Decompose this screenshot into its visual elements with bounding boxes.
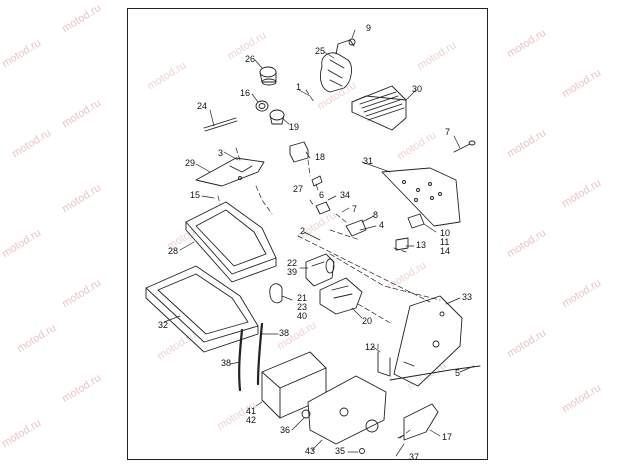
callout-31: 31 [363, 156, 374, 166]
callout-9: 9 [366, 23, 372, 33]
callout-41: 41 [246, 406, 257, 416]
callout-38b: 38 [221, 358, 232, 368]
callout-42: 42 [246, 415, 257, 425]
grommet-part-19 [269, 109, 285, 125]
callout-28: 28 [168, 246, 179, 256]
mounting-plate-part-31 [381, 167, 461, 227]
assembly-dashed-lines [217, 89, 441, 439]
callout-32: 32 [158, 320, 169, 330]
regulator-part-25 [319, 38, 356, 93]
callout-17: 17 [442, 432, 453, 442]
connector-part-8 [345, 219, 367, 237]
callout-16: 16 [240, 88, 251, 98]
callout-4: 4 [379, 220, 385, 230]
bracket-part-43 [307, 375, 387, 445]
clamp-part-21 [269, 283, 283, 304]
side-plate-part-33 [393, 295, 463, 387]
callout-5: 5 [455, 368, 461, 378]
ring-part-16 [255, 100, 269, 112]
callout-23: 23 [297, 302, 308, 312]
screw-part-36 [301, 409, 311, 419]
strap-part-5 [389, 365, 481, 381]
callout-3: 3 [218, 148, 224, 158]
callout-37: 37 [409, 452, 420, 462]
callout-27: 27 [293, 184, 304, 194]
bolt-part-7 [453, 140, 476, 153]
callout-15: 15 [190, 190, 201, 200]
callout-7b: 7 [352, 204, 358, 214]
callout-26: 26 [245, 54, 256, 64]
callout-21: 21 [297, 293, 308, 303]
callout-33: 33 [462, 292, 473, 302]
callout-34: 34 [340, 190, 351, 200]
callout-36: 36 [280, 425, 291, 435]
watermark-text: motod.ru [145, 59, 188, 92]
callout-22: 22 [287, 258, 298, 268]
terminal-part-13 [395, 237, 409, 251]
callout-30: 30 [412, 84, 423, 94]
wire-part-38 [238, 322, 264, 392]
watermark-text: motod.ru [385, 259, 428, 292]
callout-14: 14 [440, 246, 451, 256]
battery-part-30 [351, 85, 407, 131]
callout-10: 10 [440, 228, 451, 238]
callout-24: 24 [197, 101, 208, 111]
callout-18: 18 [315, 152, 326, 162]
bracket-part-29 [195, 157, 265, 187]
callout-7: 7 [445, 127, 451, 137]
callout-25: 25 [315, 46, 326, 56]
callout-2: 2 [300, 226, 306, 236]
watermark-text: motod.ru [415, 39, 458, 72]
clip-part-27 [311, 175, 323, 187]
callout-39: 39 [287, 267, 298, 277]
watermark-text: motod.ru [395, 129, 438, 162]
leader-lines [163, 29, 475, 457]
bushing-part-26 [259, 66, 277, 86]
callout-38: 38 [279, 328, 290, 338]
callout-8: 8 [373, 210, 379, 220]
nut-part-35 [359, 448, 365, 454]
bracket-part-20 [319, 277, 363, 315]
callout-6: 6 [319, 190, 325, 200]
relay-part-18 [289, 141, 309, 163]
tray-part-32 [145, 265, 259, 353]
tray-part-28 [185, 201, 277, 283]
callout-12: 12 [365, 342, 376, 352]
callout-29: 29 [185, 158, 196, 168]
callout-35: 35 [335, 446, 346, 456]
callout-11: 11 [440, 237, 450, 247]
callout-20: 20 [362, 316, 373, 326]
standoff-part-12 [377, 351, 391, 377]
callout-1: 1 [296, 82, 302, 92]
terminal-part-10 [407, 213, 425, 229]
callout-19: 19 [289, 122, 300, 132]
callout-40: 40 [297, 311, 308, 321]
fuse-part-34 [315, 201, 331, 215]
watermark-text: motod.ru [155, 329, 198, 362]
motor-part-22 [305, 253, 335, 287]
rod-part-24 [203, 117, 238, 132]
bracket-part-17 [403, 403, 439, 441]
callout-43: 43 [305, 446, 316, 456]
callout-13: 13 [416, 240, 427, 250]
